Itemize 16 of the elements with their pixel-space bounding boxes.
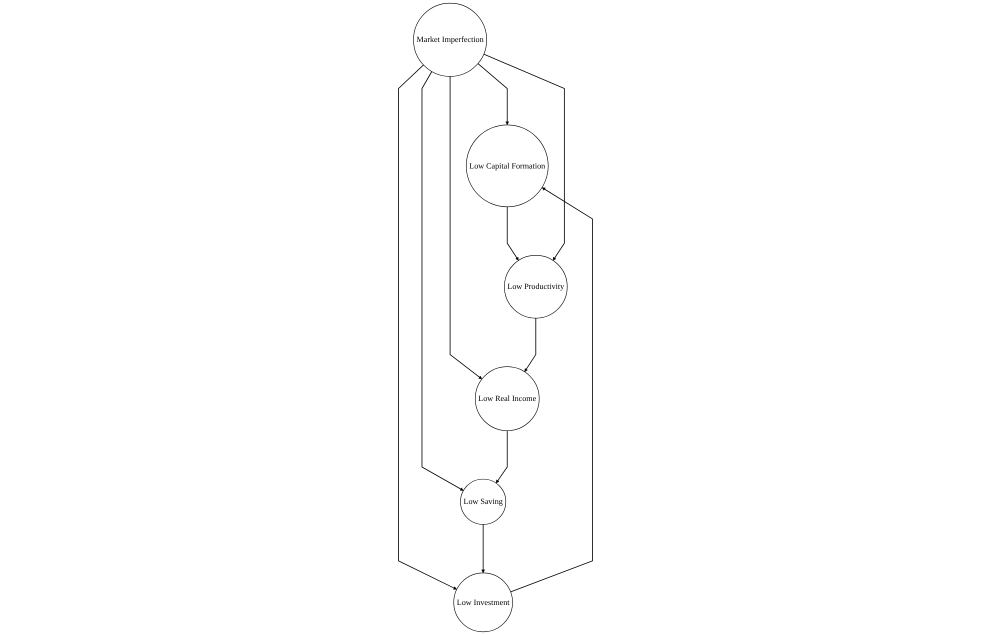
arrow (422, 71, 464, 491)
arrow (510, 187, 593, 592)
node-circle: Market Imperfection (413, 2, 487, 77)
node-circle: Low Capital Formation (466, 124, 548, 208)
node-circle: Low Real Income (474, 366, 540, 431)
arrow (398, 64, 457, 590)
arrow (483, 54, 565, 261)
node-circle: Low Investment (453, 572, 513, 632)
arrow (481, 524, 485, 574)
node-circle: Low Productivity (504, 255, 568, 318)
arrow (478, 63, 509, 126)
arrow (524, 318, 536, 372)
arrow (450, 76, 482, 380)
node-circle: Low Saving (460, 478, 506, 525)
arrow (496, 430, 508, 484)
arrow (506, 206, 519, 261)
